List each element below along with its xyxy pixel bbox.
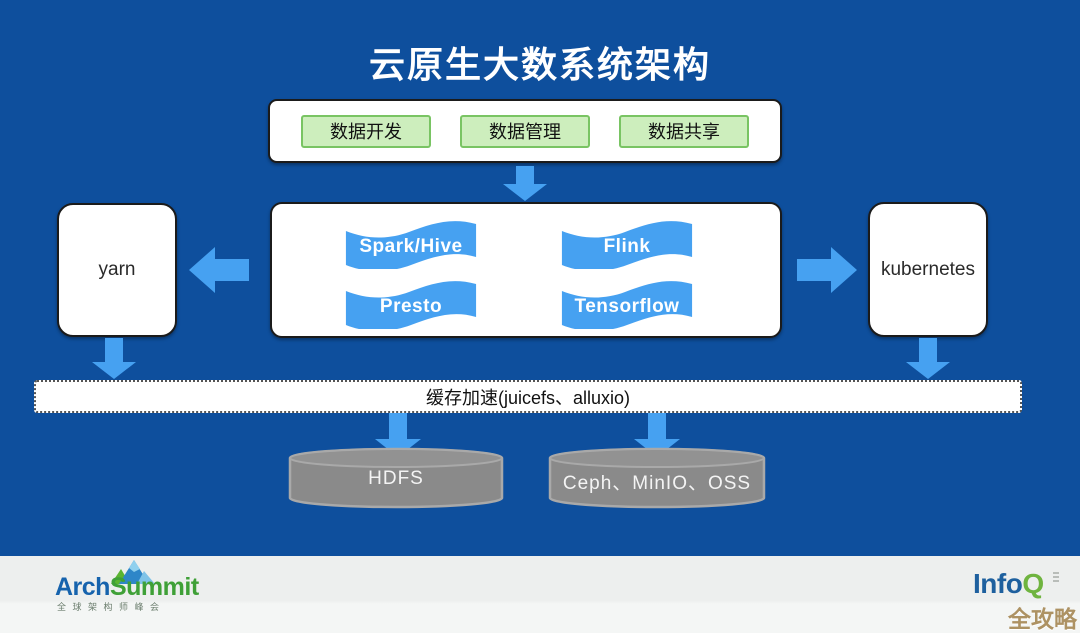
app-item-data-development: 数据开发 xyxy=(301,114,431,148)
arrow-down-cache-to-hdfs-icon xyxy=(375,413,421,457)
infoq-wordmark: InfoQ xyxy=(973,568,1044,599)
yarn-box: yarn xyxy=(57,203,177,337)
hdfs-cylinder: HDFS xyxy=(287,446,505,510)
kubernetes-box: kubernetes xyxy=(868,202,988,337)
app-item-data-management: 数据管理 xyxy=(460,114,590,148)
engine-flag-tensorflow: Tensorflow xyxy=(556,277,698,329)
app-item-data-sharing: 数据共享 xyxy=(619,114,749,148)
arrow-left-engines-to-yarn-icon xyxy=(189,247,249,293)
hdfs-label: HDFS xyxy=(368,468,424,489)
kubernetes-label: kubernetes xyxy=(880,258,975,280)
page-title: 云原生大数系统架构 xyxy=(368,44,711,85)
engine-flag-spark-hive: Spark/Hive xyxy=(340,217,482,269)
compute-engine-box: Spark/Hive Flink Presto Tensorflow xyxy=(270,202,782,338)
diagram-background: 云原生大数系统架构 数据开发 数据管理 数据共享 Spark/Hive Flin… xyxy=(34,44,1022,510)
arrow-down-app-to-engines-icon xyxy=(503,166,547,201)
arrow-down-cache-to-object-storage-icon xyxy=(634,413,680,457)
infoq-vertical-mark-icon xyxy=(1052,572,1059,584)
archsummit-logo: ArchSummit 全球架构师峰会 xyxy=(55,560,255,612)
mountain-icon xyxy=(111,560,155,584)
application-layer-box: 数据开发 数据管理 数据共享 xyxy=(268,99,782,163)
object-storage-cylinder: Ceph、MinIO、OSS xyxy=(547,446,767,510)
yarn-label: yarn xyxy=(98,259,136,280)
infoq-logo: InfoQ xyxy=(973,568,1059,602)
footer: ArchSummit 全球架构师峰会 InfoQ xyxy=(0,556,1080,633)
arrow-right-engines-to-kubernetes-icon xyxy=(797,247,857,293)
engine-flag-presto: Presto xyxy=(340,277,482,329)
arrow-down-kubernetes-to-cache-icon xyxy=(906,338,950,379)
arrow-down-yarn-to-cache-icon xyxy=(92,338,136,379)
archsummit-tagline: 全球架构师峰会 xyxy=(57,602,166,612)
engine-flag-flink: Flink xyxy=(556,217,698,269)
archsummit-wordmark: ArchSummit xyxy=(55,573,199,601)
cache-acceleration-label: 缓存加速(juicefs、alluxio) xyxy=(425,387,631,408)
watermark: 全攻略 xyxy=(1008,606,1077,632)
cache-acceleration-bar: 缓存加速(juicefs、alluxio) xyxy=(34,380,1022,413)
object-storage-label: Ceph、MinIO、OSS xyxy=(562,473,752,494)
